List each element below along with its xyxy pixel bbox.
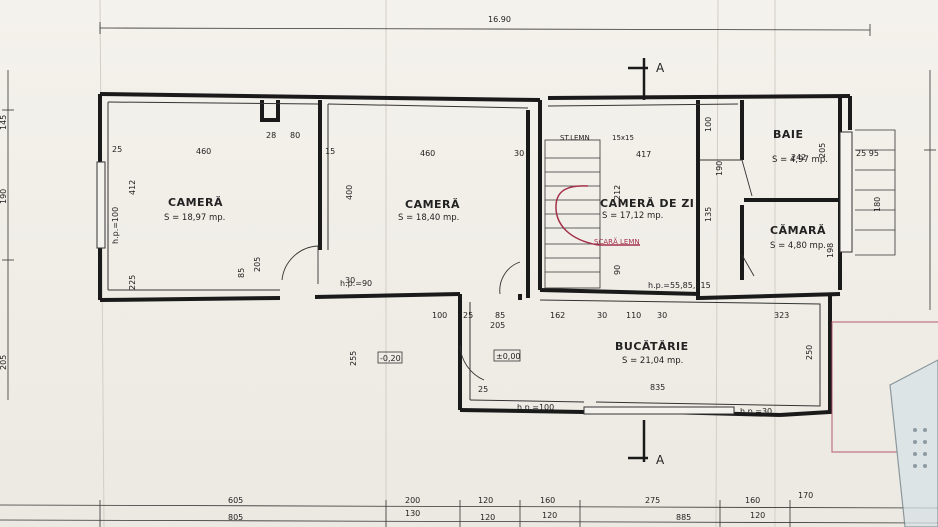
dim-250: 250: [805, 345, 814, 360]
dim-160b: 160: [745, 496, 760, 505]
dim-605: 605: [228, 496, 243, 505]
dim-120c: 120: [542, 511, 557, 520]
room-label-camera-1: CAMERĂ: [168, 196, 223, 209]
dim-205: 205: [253, 257, 262, 272]
dim-180: 180: [873, 197, 882, 212]
level-marker-minus: -0,20: [377, 351, 403, 364]
room-label-camera-de-zi: CAMERĂ DE ZI: [600, 197, 694, 210]
dim-100: 100: [704, 117, 713, 132]
dim-200: 200: [405, 496, 420, 505]
dim-205b: 205: [818, 143, 827, 158]
dim-room2-width: 460: [420, 149, 435, 158]
windows: [96, 131, 853, 415]
room-label-baie: BAIE: [773, 128, 804, 141]
right-dimension-line: [924, 70, 936, 310]
staircase: [544, 129, 896, 289]
section-label-bottom: A: [656, 453, 665, 467]
dim-25a: 25: [112, 145, 122, 154]
dim-total-width: 16.90: [488, 15, 511, 24]
room-label-camara: CĂMARĂ: [770, 224, 826, 237]
dim-835: 835: [650, 383, 665, 392]
dim-135: 135: [704, 207, 713, 222]
dim-hp-100: h.p.=100: [111, 207, 120, 244]
room-area-camera-2: S = 18,40 mp.: [398, 213, 459, 223]
dim-198: 198: [826, 243, 835, 258]
dim-212: 212: [613, 185, 622, 200]
dim-400: 400: [345, 185, 354, 200]
dim-28: 28: [266, 131, 276, 140]
dim-100b: 100: [432, 311, 447, 320]
dim-30c: 30: [597, 311, 607, 320]
dim-30d: 30: [657, 311, 667, 320]
room-area-camera-1: S = 18,97 mp.: [164, 213, 225, 223]
dim-417: 417: [636, 150, 651, 159]
dim-120b: 120: [480, 513, 495, 522]
top-dimension-line: [99, 22, 871, 36]
room-label-camera-2: CAMERĂ: [405, 198, 460, 211]
dim-885: 885: [676, 513, 691, 522]
dim-205-left: 205: [0, 355, 8, 370]
walls: [98, 92, 852, 417]
bottom-dimension-lines: [0, 500, 938, 527]
dim-145: 145: [0, 115, 8, 130]
section-label-top: A: [656, 61, 665, 75]
dim-90: 90: [613, 265, 622, 275]
dim-120d: 120: [750, 511, 765, 520]
dim-110: 110: [626, 311, 641, 320]
dim-255: 255: [349, 351, 358, 366]
stamp-dots: [913, 428, 927, 468]
dim-170: 170: [798, 491, 813, 500]
dim-242: 242: [791, 153, 806, 162]
dim-130: 130: [405, 509, 420, 518]
dim-190-left: 190: [0, 189, 8, 204]
dim-412: 412: [128, 180, 137, 195]
level-minus-text: -0,20: [380, 354, 401, 363]
left-dimension-line: [2, 70, 14, 400]
dim-205c: 205: [490, 321, 505, 330]
dim-323: 323: [774, 311, 789, 320]
section-markers: [628, 58, 648, 462]
dim-85: 85: [237, 268, 246, 278]
room-area-camera-de-zi: S = 17,12 mp.: [602, 211, 663, 221]
dim-275: 275: [645, 496, 660, 505]
dim-80: 80: [290, 131, 300, 140]
note-stlpi-size: 15x15: [612, 134, 634, 142]
dim-225: 225: [128, 275, 137, 290]
dim-162: 162: [550, 311, 565, 320]
level-marker-zero: ±0,00: [493, 349, 521, 362]
dim-hp-100b: h.p.=100: [517, 403, 554, 412]
dim-805: 805: [228, 513, 243, 522]
room-label-bucatarie: BUCĂTĂRIE: [615, 340, 689, 353]
dim-25c: 25: [478, 385, 488, 394]
dim-room1-width: 460: [196, 147, 211, 156]
doors: [281, 159, 755, 381]
stair-walkline: [555, 185, 640, 246]
dim-hp-90: h.p.=90: [340, 279, 372, 288]
dim-190: 190: [715, 161, 724, 176]
approval-stamp: [831, 321, 938, 527]
dim-25b: 25: [463, 311, 473, 320]
note-scara: SCARĂ LEMN: [594, 237, 640, 246]
room-area-bucatarie: S = 21,04 mp.: [622, 356, 683, 366]
dim-85b: 85: [495, 311, 505, 320]
room-area-baie: S = 4,97 mp.: [772, 155, 828, 165]
dim-160: 160: [540, 496, 555, 505]
dim-hp-30: h.p.=30: [740, 407, 772, 416]
note-stlpi: ST.LEMN: [560, 134, 590, 142]
dim-25-95: 25 95: [856, 149, 879, 158]
dim-120: 120: [478, 496, 493, 505]
dim-hp-55: h.p.=55,85,115: [648, 281, 711, 290]
dim-30b: 30: [345, 276, 355, 285]
level-zero-text: ±0,00: [496, 352, 521, 361]
paper-folds: [99, 0, 776, 527]
wall-inner-lines: [107, 101, 821, 407]
dim-30a: 30: [514, 149, 524, 158]
dim-15a: 15: [325, 147, 335, 156]
room-area-camara: S = 4,80 mp.: [770, 241, 826, 251]
